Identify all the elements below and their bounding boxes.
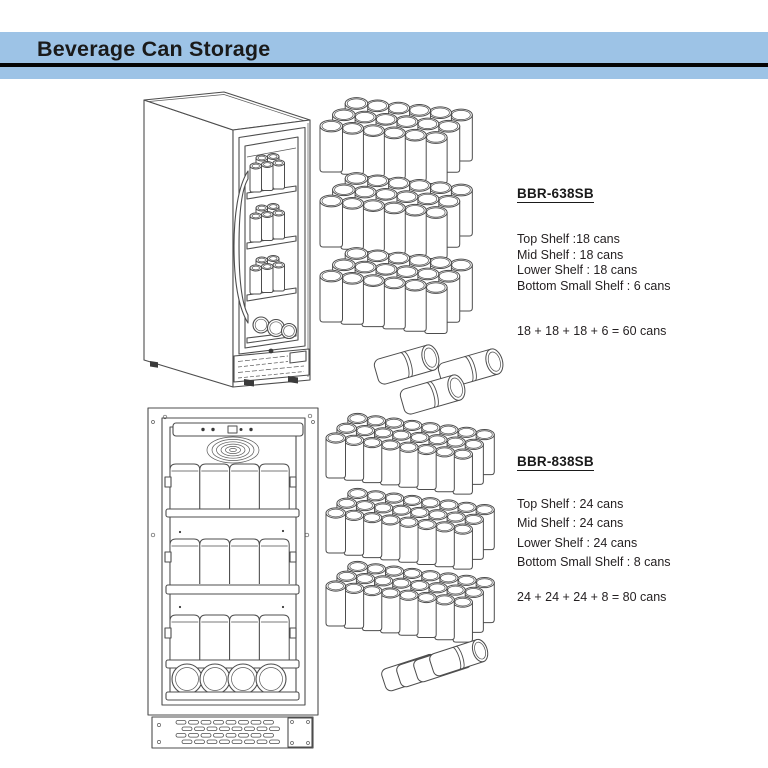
model-name: BBR-638SB xyxy=(517,186,594,203)
spec-line: Top Shelf : 24 cans xyxy=(517,497,624,511)
header-band xyxy=(0,32,768,79)
vent-plate xyxy=(289,350,307,364)
specs-block-838: BBR-838SB Top Shelf : 24 cans Mid Shelf … xyxy=(517,453,747,604)
bottom-lying-cans xyxy=(165,663,300,701)
can-stack-838-drawing xyxy=(325,412,495,692)
fridge-838-drawing xyxy=(147,407,319,749)
spec-line: Lower Shelf : 24 cans xyxy=(517,535,638,550)
total-line: 24 + 24 + 24 + 8 = 80 cans xyxy=(517,589,667,604)
cabinet-side-panel xyxy=(143,99,234,388)
spec-line: Lower Shelf : 18 cans xyxy=(517,263,638,277)
frame-screws xyxy=(150,413,315,538)
bottom-vent-panel xyxy=(151,716,314,749)
control-panel xyxy=(172,422,304,437)
interior-cans xyxy=(249,153,285,295)
circulation-fan xyxy=(206,436,260,464)
page-title: Beverage Can Storage xyxy=(37,37,271,61)
specs-block-638: BBR-638SB Top Shelf :18 cans Mid Shelf :… xyxy=(517,185,747,338)
spec-line: Bottom Small Shelf : 8 cans xyxy=(517,555,671,570)
total-line: 18 + 18 + 18 + 6 = 60 cans xyxy=(517,324,667,338)
front-vent-grille xyxy=(233,348,310,383)
spec-line: Mid Shelf : 18 cans xyxy=(517,247,624,262)
feet xyxy=(150,361,298,387)
spec-line: Top Shelf :18 cans xyxy=(517,232,620,246)
fridge-638-drawing xyxy=(143,91,311,388)
shelf-capacity-list: Top Shelf : 24 cans Mid Shelf : 24 cans … xyxy=(517,495,747,573)
shelf-clips xyxy=(164,476,297,639)
interior-bottom-cans xyxy=(252,316,298,340)
shelf-bars xyxy=(165,508,300,669)
spec-line: Bottom Small Shelf : 6 cans xyxy=(517,278,671,293)
header-rule xyxy=(0,63,768,67)
door-handle xyxy=(233,170,249,324)
can-stack-638-drawing xyxy=(319,97,504,415)
model-name: BBR-838SB xyxy=(517,454,594,471)
shelf-capacity-list: Top Shelf :18 cans Mid Shelf : 18 cans L… xyxy=(517,232,747,294)
spec-line: Mid Shelf : 24 cans xyxy=(517,516,624,531)
shelf-can-rows xyxy=(169,463,290,660)
compressor-plate xyxy=(287,717,313,748)
